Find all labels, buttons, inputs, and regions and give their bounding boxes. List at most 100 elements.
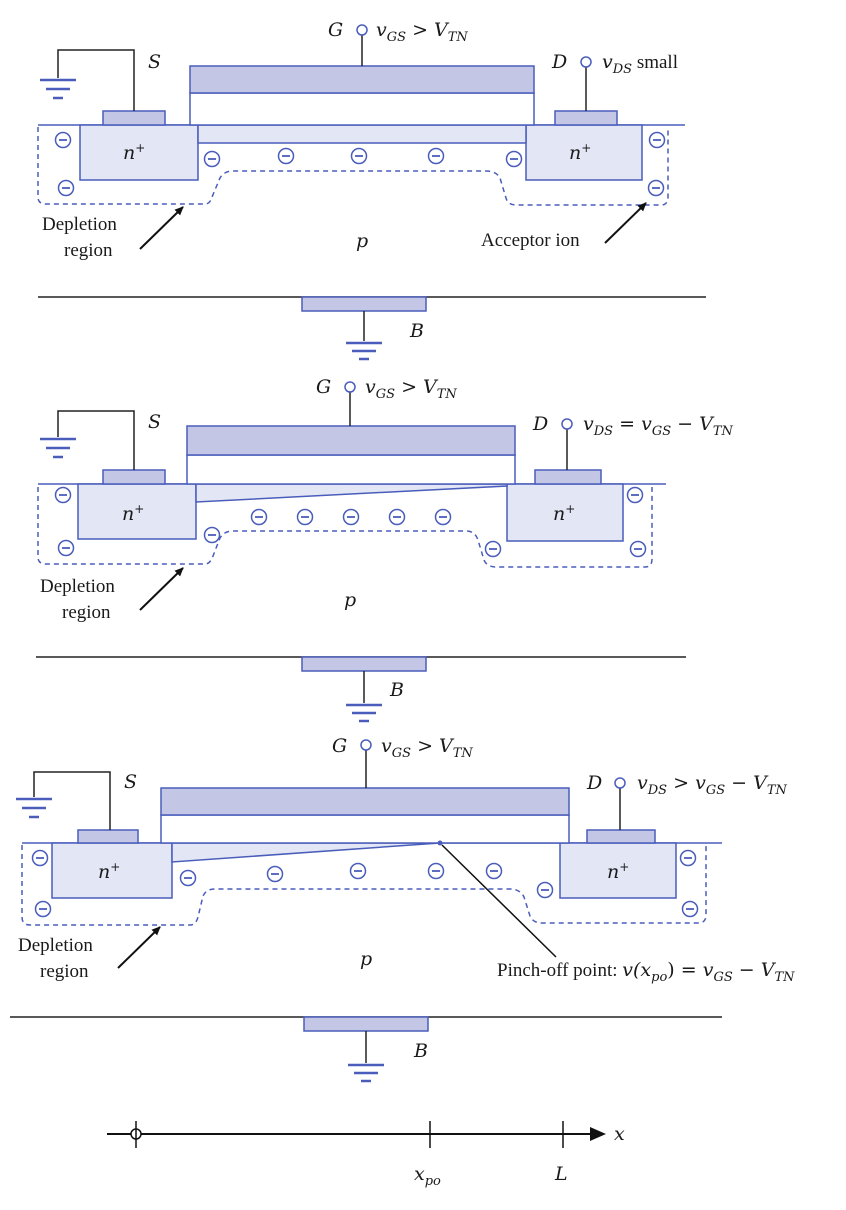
drain-voltage-label: vDS small bbox=[602, 51, 678, 77]
acceptor-ion-icon bbox=[349, 862, 367, 880]
drain-region bbox=[525, 124, 643, 181]
drain-contact bbox=[586, 829, 656, 844]
ground-symbol bbox=[16, 797, 52, 819]
acceptor-ion-icon bbox=[427, 147, 445, 165]
source-region bbox=[77, 483, 197, 540]
acceptor-ion-icon bbox=[505, 150, 523, 168]
acceptor-ions bbox=[54, 131, 666, 197]
gate-voltage-label: vGS > VTN bbox=[376, 19, 468, 45]
source-label: S bbox=[148, 411, 161, 433]
acceptor-ion-icon bbox=[31, 849, 49, 867]
body-contact bbox=[301, 296, 427, 312]
drain-label: D bbox=[551, 51, 567, 73]
depletion-boundary bbox=[37, 127, 669, 206]
source-contact bbox=[77, 829, 139, 844]
acceptor-ion-icon bbox=[681, 900, 699, 918]
gate-label: G bbox=[328, 19, 343, 41]
acceptor-ion-icon bbox=[179, 869, 197, 887]
drain-contact bbox=[534, 469, 602, 485]
acceptor-ion-icon bbox=[350, 147, 368, 165]
acceptor-ion-icon bbox=[485, 862, 503, 880]
source-label: S bbox=[124, 771, 137, 793]
acceptor-ion-icon bbox=[296, 508, 314, 526]
acceptor-ion-icon bbox=[679, 849, 697, 867]
source-contact bbox=[102, 469, 166, 485]
ground-symbol bbox=[40, 78, 76, 100]
tapered-channel bbox=[171, 842, 441, 863]
depletion-label-line2: region bbox=[64, 240, 113, 261]
drain-terminal bbox=[614, 777, 626, 789]
depletion-arrow bbox=[139, 206, 184, 250]
depletion-label-line2: region bbox=[40, 961, 89, 982]
ground-symbol bbox=[40, 437, 76, 459]
depletion-boundary bbox=[21, 845, 707, 926]
gate-voltage-label: vGS > VTN bbox=[381, 735, 473, 761]
acceptor-ion-icon bbox=[34, 900, 52, 918]
depletion-boundary bbox=[37, 487, 653, 568]
substrate-label: p bbox=[344, 589, 356, 611]
panel-2: G vGS > VTN S D vDS = vGS − VTN n+ n+ p … bbox=[36, 376, 734, 723]
tick-label-xpo: xpo bbox=[414, 1163, 441, 1189]
acceptor-ion-icon bbox=[388, 508, 406, 526]
substrate-label: p bbox=[360, 948, 372, 970]
acceptor-ion-icon bbox=[57, 179, 75, 197]
gate-oxide bbox=[189, 92, 535, 126]
acceptor-arrow bbox=[604, 202, 647, 244]
gate-terminal bbox=[344, 381, 356, 393]
depletion-label-line1: Depletion bbox=[42, 214, 117, 235]
drain-terminal bbox=[580, 56, 592, 68]
body-label: B bbox=[389, 679, 404, 701]
drain-terminal bbox=[561, 418, 573, 430]
source-label: S bbox=[148, 51, 161, 73]
substrate-label: p bbox=[356, 230, 368, 252]
pinch-off-label: Pinch-off point: v(xpo) = vGS − VTN bbox=[497, 959, 795, 985]
acceptor-ion-icon bbox=[629, 540, 647, 558]
drain-label: D bbox=[586, 772, 602, 794]
depletion-arrow bbox=[117, 926, 161, 969]
tick-label-L: L bbox=[554, 1163, 568, 1185]
body-contact bbox=[301, 656, 427, 672]
gate-label: G bbox=[332, 735, 347, 757]
source-wire bbox=[57, 49, 135, 111]
gate-electrode bbox=[160, 787, 570, 816]
gate-label: G bbox=[316, 376, 331, 398]
acceptor-ion-icon bbox=[427, 862, 445, 880]
acceptor-ion-icon bbox=[536, 881, 554, 899]
body-contact bbox=[303, 1016, 429, 1032]
acceptor-ion-icon bbox=[648, 131, 666, 149]
pinch-off-pointer bbox=[441, 844, 557, 958]
panel-3: G vGS > VTN S D vDS > vGS − VTN n+ n+ p … bbox=[10, 735, 795, 1083]
source-region bbox=[79, 124, 199, 181]
acceptor-ions bbox=[31, 849, 699, 918]
depletion-label-line1: Depletion bbox=[40, 576, 115, 597]
ground-symbol bbox=[348, 1063, 384, 1083]
acceptor-ion-label: Acceptor ion bbox=[481, 230, 580, 251]
source-wire bbox=[57, 410, 135, 470]
acceptor-ion-icon bbox=[266, 865, 284, 883]
acceptor-ion-icon bbox=[54, 486, 72, 504]
acceptor-ion-icon bbox=[203, 150, 221, 168]
gate-terminal bbox=[360, 739, 372, 751]
pinch-off-point bbox=[437, 840, 443, 846]
depletion-label-line1: Depletion bbox=[18, 935, 93, 956]
acceptor-ion-icon bbox=[277, 147, 295, 165]
gate-oxide bbox=[160, 814, 570, 844]
body-label: B bbox=[413, 1040, 428, 1062]
acceptor-ions bbox=[54, 486, 647, 558]
acceptor-ion-icon bbox=[647, 179, 665, 197]
gate-oxide bbox=[186, 454, 516, 485]
drain-contact bbox=[554, 110, 618, 126]
drain-voltage-label: vDS = vGS − VTN bbox=[583, 413, 734, 439]
axis-label-x: x bbox=[614, 1123, 625, 1145]
acceptor-ion-icon bbox=[626, 486, 644, 504]
depletion-label-line2: region bbox=[62, 602, 111, 623]
acceptor-ion-icon bbox=[54, 131, 72, 149]
source-region bbox=[51, 842, 173, 899]
acceptor-ion-icon bbox=[250, 508, 268, 526]
gate-electrode bbox=[189, 65, 535, 94]
acceptor-ion-icon bbox=[57, 539, 75, 557]
drain-region bbox=[559, 842, 677, 899]
source-contact bbox=[102, 110, 166, 126]
